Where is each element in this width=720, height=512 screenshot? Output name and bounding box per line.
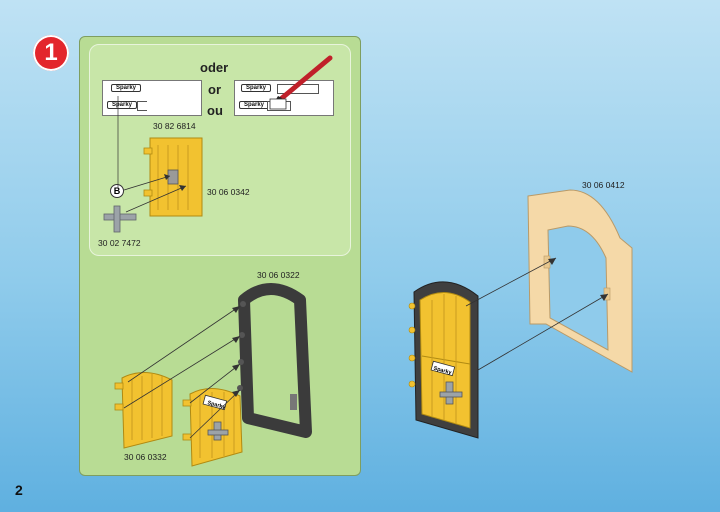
lower-door-half-part xyxy=(182,388,243,467)
door-sign-text: Sparky xyxy=(433,366,453,377)
part-number-latch-key: 30 02 7472 xyxy=(98,238,141,248)
dark-door-frame-part xyxy=(237,283,312,438)
page-number: 2 xyxy=(15,482,23,498)
guide-line xyxy=(465,257,557,307)
part-number-door-halves: 30 06 0332 xyxy=(124,452,167,462)
step-number-badge: 1 xyxy=(33,35,69,71)
part-number-light-frame: 30 06 0412 xyxy=(582,180,625,190)
sticker-b-marker: B xyxy=(110,184,124,198)
sticker-brand-label: Sparky xyxy=(241,84,272,92)
part-number-sticker-sheet: 30 82 6814 xyxy=(153,121,196,131)
selected-sticker xyxy=(269,98,287,110)
light-door-frame-part xyxy=(527,189,633,373)
door-sign-text: Sparky xyxy=(207,400,227,411)
word-or: or xyxy=(208,82,221,97)
guide-line xyxy=(189,363,241,404)
part-number-dark-frame: 30 06 0322 xyxy=(257,270,300,280)
guide-line xyxy=(127,305,241,383)
guide-line xyxy=(123,335,241,409)
small-door-part xyxy=(143,137,203,217)
upper-door-half-part xyxy=(114,372,173,449)
guide-line xyxy=(123,175,171,191)
guide-line xyxy=(189,389,241,439)
part-number-small-door: 30 06 0342 xyxy=(207,187,250,197)
assembled-dark-door xyxy=(408,281,479,439)
latch-key-part xyxy=(103,205,137,233)
sticker-sheet-right-panel xyxy=(147,80,202,116)
sticker-brand-label: Sparky xyxy=(107,101,138,109)
word-oder: oder xyxy=(200,60,229,75)
guide-line xyxy=(125,185,187,213)
word-ou: ou xyxy=(207,103,223,118)
guide-line xyxy=(477,293,609,371)
sticker-brand-label: Sparky xyxy=(111,84,142,92)
